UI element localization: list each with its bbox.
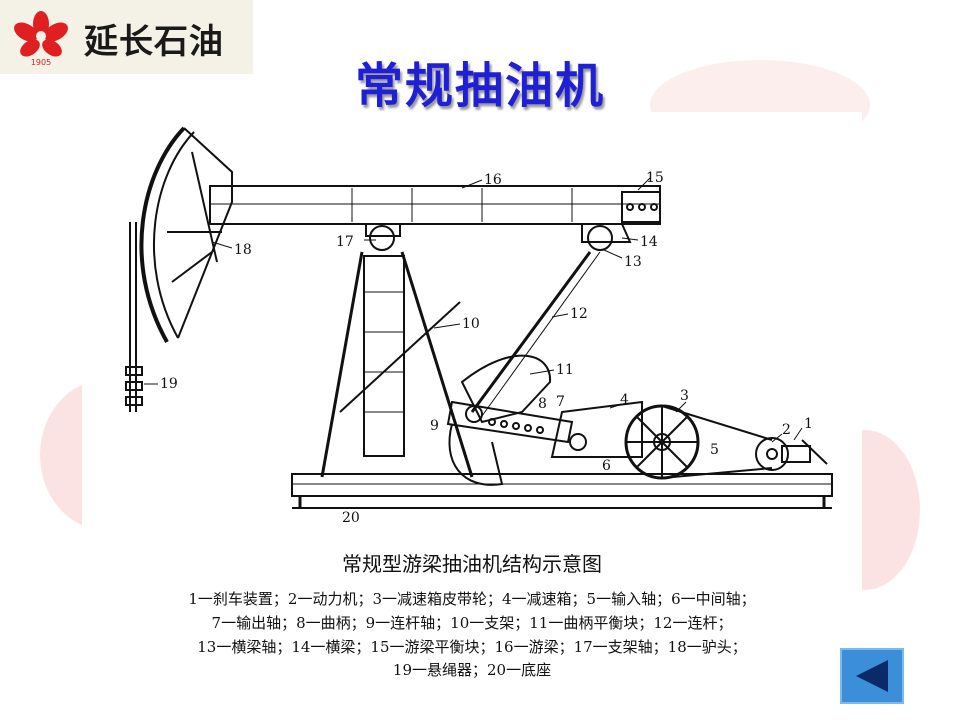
- part-number-17: 17: [336, 234, 354, 250]
- part-number-2: 2: [782, 422, 791, 438]
- legend-line-3: 13一横梁轴；14一横梁；15一游梁平衡块；16一游梁；17一支架轴；18一驴头…: [197, 638, 747, 656]
- part-number-18: 18: [234, 242, 252, 258]
- part-number-15: 15: [646, 170, 664, 186]
- slide-title: 常规抽油机: [354, 58, 605, 114]
- part-number-11: 11: [556, 362, 574, 378]
- part-number-1: 1: [804, 416, 813, 432]
- part-number-13: 13: [624, 254, 642, 270]
- part-number-3: 3: [680, 388, 689, 404]
- pump-jack-diagram: 1 2 3 4 5 6 7 8 9 10 11 12 13 14 15 16 1…: [82, 112, 862, 680]
- part-number-4: 4: [620, 392, 629, 408]
- part-number-9: 9: [430, 418, 439, 434]
- logo-year: 1905: [31, 58, 51, 67]
- legend-line-2: 7一输出轴；8一曲柄；9一连杆轴；10一支架；11一曲柄平衡块；12一连杆；: [211, 614, 733, 632]
- triangle-left-icon: [856, 660, 888, 692]
- figure-caption: 常规型游梁抽油机结构示意图: [342, 552, 602, 576]
- part-number-19: 19: [160, 376, 178, 392]
- part-number-20: 20: [342, 510, 360, 526]
- part-number-5: 5: [710, 442, 719, 458]
- part-number-6: 6: [602, 458, 611, 474]
- part-number-10: 10: [462, 316, 480, 332]
- logo-flower-icon: 1905: [14, 11, 68, 67]
- part-number-16: 16: [484, 172, 502, 188]
- company-logo: 1905 延长石油: [0, 0, 253, 74]
- legend-line-1: 1一刹车装置；2一动力机；3一减速箱皮带轮；4一减速箱；5一输入轴；6一中间轴；: [188, 590, 756, 608]
- part-number-14: 14: [640, 234, 658, 250]
- pump-jack-drawing: 1 2 3 4 5 6 7 8 9 10 11 12 13 14 15 16 1…: [125, 126, 833, 526]
- previous-slide-button[interactable]: [840, 648, 904, 704]
- legend-line-4: 19一悬绳器；20一底座: [392, 661, 552, 679]
- part-number-7: 7: [556, 394, 565, 410]
- part-number-8: 8: [538, 396, 547, 412]
- part-number-12: 12: [570, 306, 588, 322]
- logo-text: 延长石油: [84, 22, 224, 62]
